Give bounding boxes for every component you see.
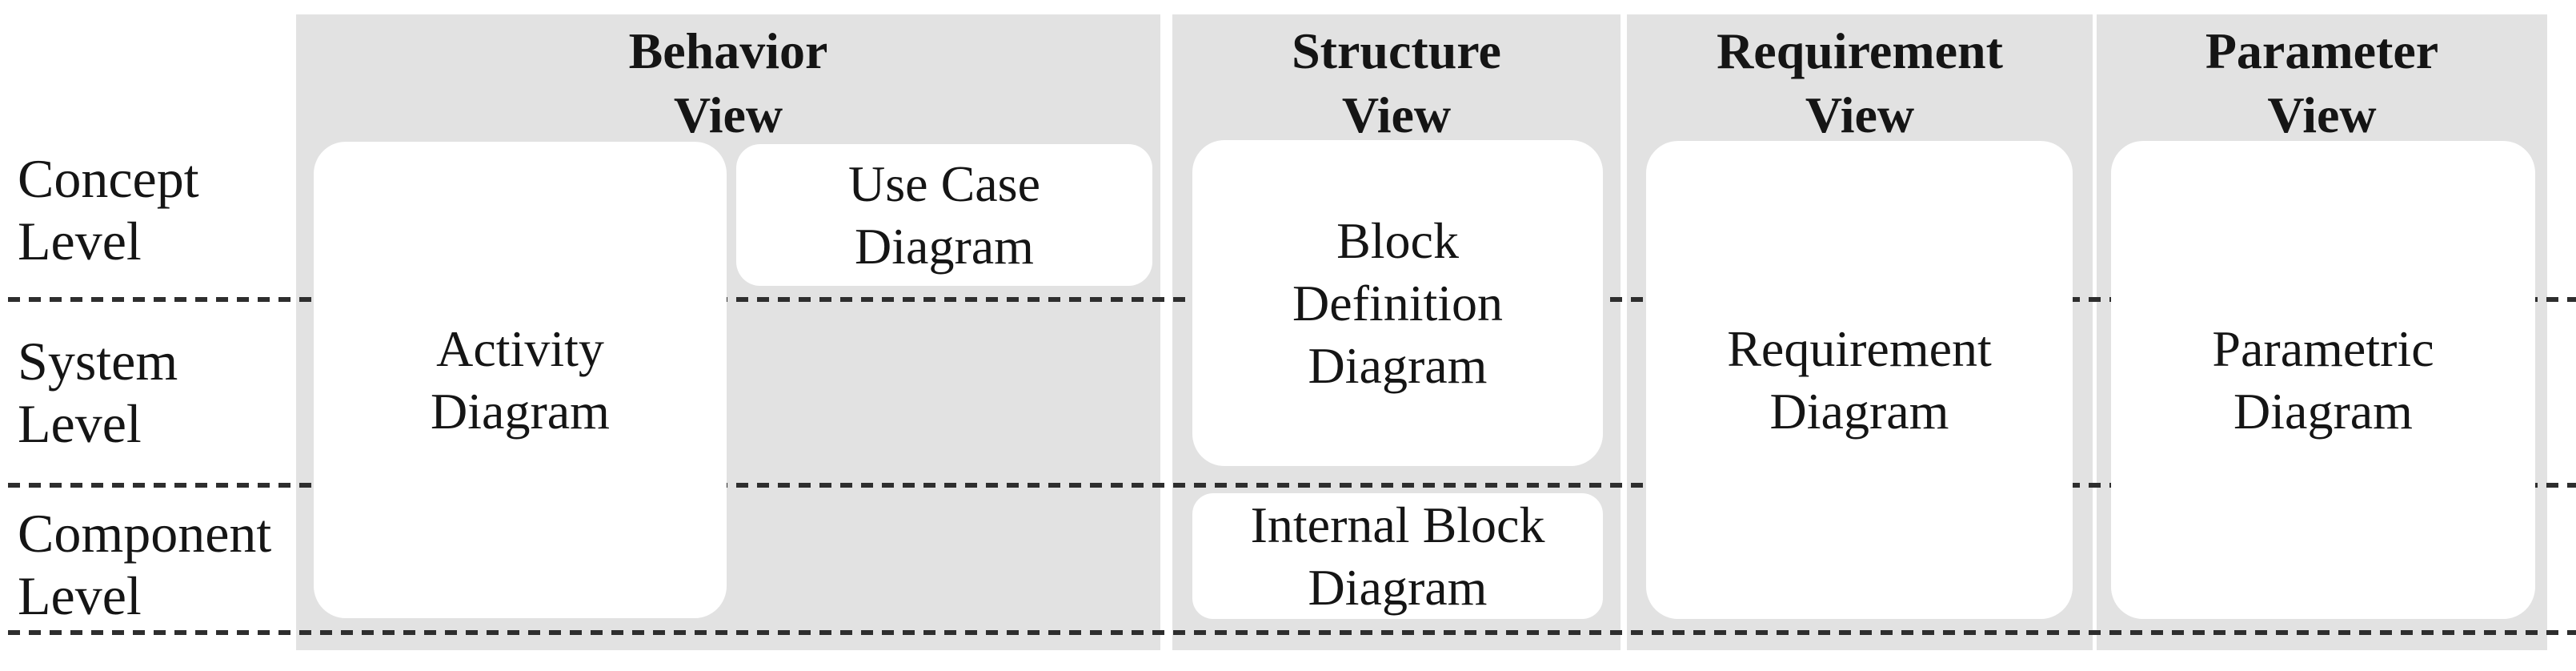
header-behavior-line1: Behavior: [628, 22, 828, 79]
row-label-concept-line2: Level: [18, 211, 142, 271]
row-label-system-line2: Level: [18, 393, 142, 454]
box-activity-diagram: Activity Diagram: [314, 142, 727, 618]
row-label-system-line1: System: [18, 331, 178, 392]
box-bdd-line3: Diagram: [1308, 336, 1488, 394]
header-behavior-line2: View: [673, 86, 783, 143]
box-bdd-line1: Block: [1336, 211, 1459, 269]
box-ibd-line2: Diagram: [1308, 558, 1488, 616]
row-label-component-line2: Level: [18, 565, 142, 626]
box-parametric-diagram: Parametric Diagram: [2111, 141, 2535, 619]
separator-system-component-level: [8, 483, 2576, 488]
box-internal-block-diagram: Internal Block Diagram: [1192, 493, 1603, 619]
box-parametric-line2: Diagram: [2233, 382, 2413, 440]
box-ibd-line1: Internal Block: [1250, 496, 1545, 553]
row-label-concept-level: Concept Level: [18, 147, 199, 272]
box-activity-line2: Diagram: [431, 382, 610, 440]
header-structure-line1: Structure: [1292, 22, 1501, 79]
header-structure-line2: View: [1341, 86, 1452, 143]
box-usecase-line2: Diagram: [855, 217, 1034, 275]
box-parametric-line1: Parametric: [2212, 319, 2434, 377]
header-parameter-line1: Parameter: [2205, 22, 2439, 79]
box-requirement-line1: Requirement: [1727, 319, 1992, 377]
box-requirement-diagram: Requirement Diagram: [1646, 141, 2073, 619]
row-label-component-level: Component Level: [18, 502, 271, 627]
box-bdd-line2: Definition: [1292, 274, 1504, 331]
box-usecase-line1: Use Case: [848, 155, 1040, 212]
box-use-case-diagram: Use Case Diagram: [736, 144, 1152, 286]
header-parameter-line2: View: [2267, 86, 2377, 143]
header-requirement-line2: View: [1805, 86, 1915, 143]
header-parameter-view: Parameter View: [2097, 19, 2547, 147]
box-block-definition-diagram: Block Definition Diagram: [1192, 140, 1603, 466]
header-requirement-view: Requirement View: [1627, 19, 2093, 147]
row-label-concept-line1: Concept: [18, 148, 199, 209]
box-activity-line1: Activity: [436, 319, 604, 377]
row-label-component-line1: Component: [18, 503, 272, 564]
header-structure-view: Structure View: [1172, 19, 1621, 147]
box-requirement-line2: Diagram: [1769, 382, 1949, 440]
header-behavior-view: Behavior View: [296, 19, 1160, 147]
row-label-system-level: System Level: [18, 330, 178, 455]
separator-bottom-level: [8, 630, 2576, 635]
header-requirement-line1: Requirement: [1717, 22, 2003, 79]
